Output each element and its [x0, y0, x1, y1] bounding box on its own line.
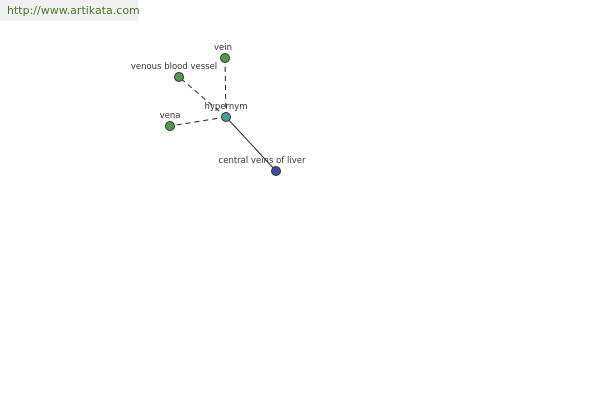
node-venous-blood-vessel[interactable]: [174, 72, 184, 82]
edge-vein: [224, 57, 227, 118]
label-hypernym: hypernym: [204, 102, 247, 112]
node-central-veins-of-liver[interactable]: [271, 166, 281, 176]
label-central-veins-of-liver: central veins of liver: [219, 156, 306, 166]
label-vein: vein: [214, 43, 232, 53]
node-vein[interactable]: [220, 53, 230, 63]
site-url-watermark: http://www.artikata.com: [0, 0, 140, 21]
node-vena[interactable]: [165, 121, 175, 131]
label-vena: vena: [160, 111, 181, 121]
node-hypernym[interactable]: [221, 112, 231, 122]
edge-vena: [169, 116, 227, 127]
edge-central-veins-of-liver: [225, 116, 277, 172]
label-venous-blood-vessel: venous blood vessel: [131, 62, 217, 72]
edge-venous-blood-vessel: [178, 76, 227, 118]
